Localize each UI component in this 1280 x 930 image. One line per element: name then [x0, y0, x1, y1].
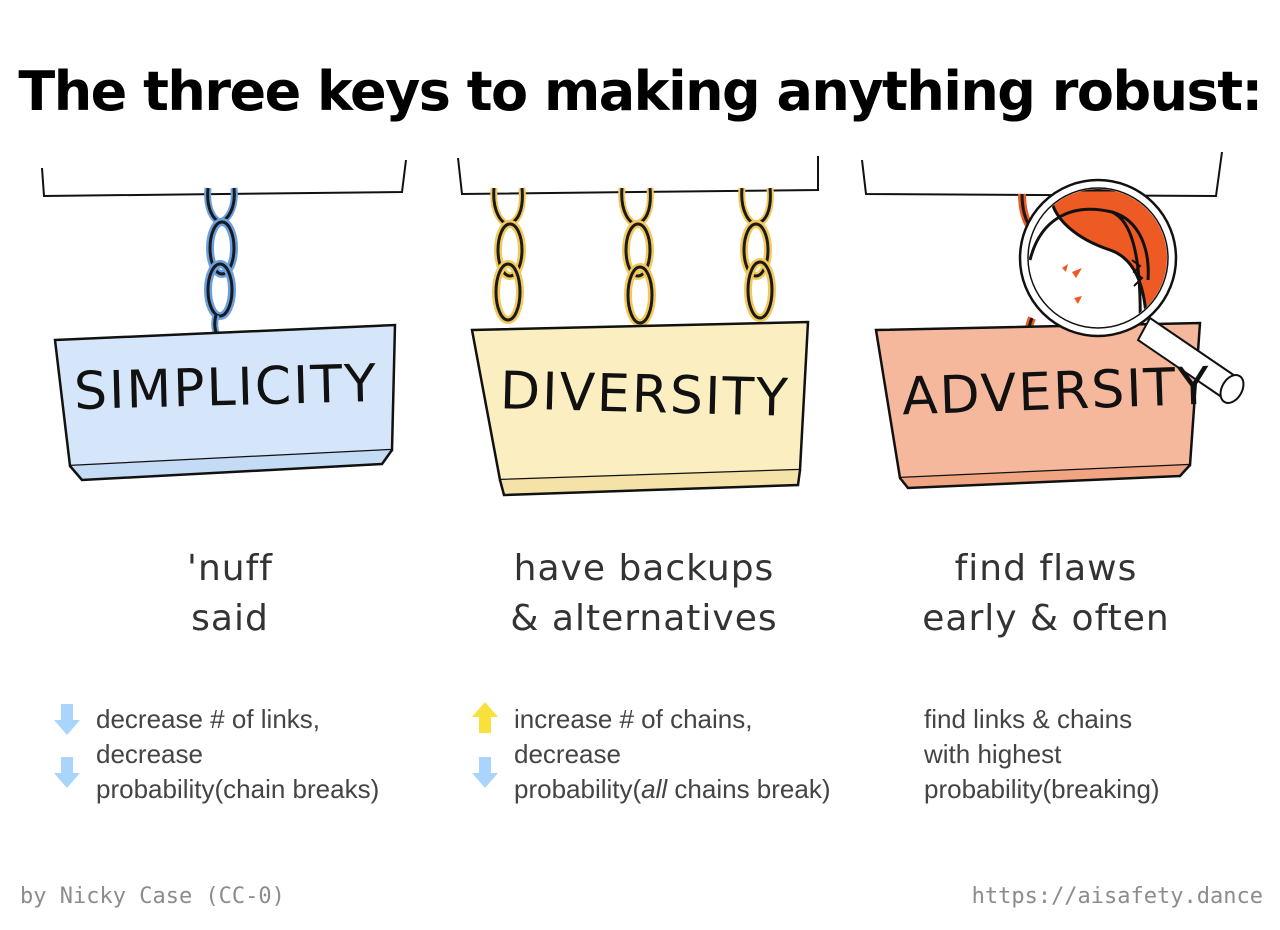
- site-url-link[interactable]: https://aisafety.dance: [971, 884, 1263, 909]
- adversity-tagline: find flaws early & often: [896, 544, 1196, 644]
- sign-label: SIMPLICITY: [73, 354, 379, 422]
- note-text: increase # of chains,: [514, 704, 753, 734]
- tagline-line: have backups: [513, 548, 775, 589]
- credit-text: by Nicky Case (CC-0): [20, 884, 285, 909]
- note-text: decrease: [514, 739, 621, 769]
- note-line: decrease # of links,: [54, 702, 379, 737]
- tagline-line: & alternatives: [510, 598, 778, 639]
- adversity-panel: ADVERSITY: [850, 150, 1260, 500]
- note-line: probability(all chains break): [514, 772, 831, 807]
- diversity-panel: DIVERSITY: [450, 150, 830, 500]
- arrow-down-icon: [54, 757, 80, 788]
- note-line: with highest: [924, 739, 1062, 769]
- chain-icon: [204, 187, 238, 350]
- page-title: The three keys to making anything robust…: [18, 60, 1263, 123]
- note-text: decrease: [96, 739, 203, 769]
- note-line: decrease: [54, 737, 379, 788]
- note-line: find links & chains: [924, 704, 1133, 734]
- diversity-notes: increase # of chains, decrease probabili…: [472, 702, 831, 807]
- note-text: decrease # of links,: [96, 704, 321, 734]
- tagline-line: said: [191, 598, 269, 639]
- tagline-line: 'nuff: [187, 548, 273, 589]
- note-line: decrease: [472, 737, 831, 788]
- simplicity-notes: decrease # of links, decrease probabilit…: [54, 702, 379, 807]
- diversity-tagline: have backups & alternatives: [484, 544, 804, 644]
- simplicity-tagline: 'nuff said: [130, 544, 330, 644]
- magnifying-glass-icon: [1018, 178, 1245, 404]
- arrow-up-icon: [472, 702, 498, 733]
- sign-label: DIVERSITY: [499, 361, 791, 429]
- diversity-illustration: [457, 156, 819, 497]
- arrow-down-icon: [472, 757, 498, 788]
- note-line: increase # of chains,: [472, 702, 831, 737]
- sign-label: ADVERSITY: [901, 356, 1213, 428]
- tagline-line: early & often: [922, 598, 1170, 639]
- adversity-notes: find links & chains with highest probabi…: [924, 702, 1160, 807]
- simplicity-illustration: [41, 159, 407, 482]
- note-text: probability(chain breaks): [96, 774, 380, 804]
- note-line: probability(breaking): [924, 774, 1160, 804]
- chain-icon: [490, 187, 776, 327]
- note-text: probability(: [514, 774, 642, 804]
- tagline-line: find flaws: [954, 548, 1138, 589]
- note-text: chains break): [667, 774, 831, 804]
- arrow-down-icon: [54, 704, 80, 735]
- adversity-illustration: [861, 151, 1245, 490]
- note-line: probability(chain breaks): [96, 772, 379, 807]
- note-emphasis: all: [641, 774, 668, 804]
- simplicity-panel: SIMPLICITY: [30, 150, 430, 500]
